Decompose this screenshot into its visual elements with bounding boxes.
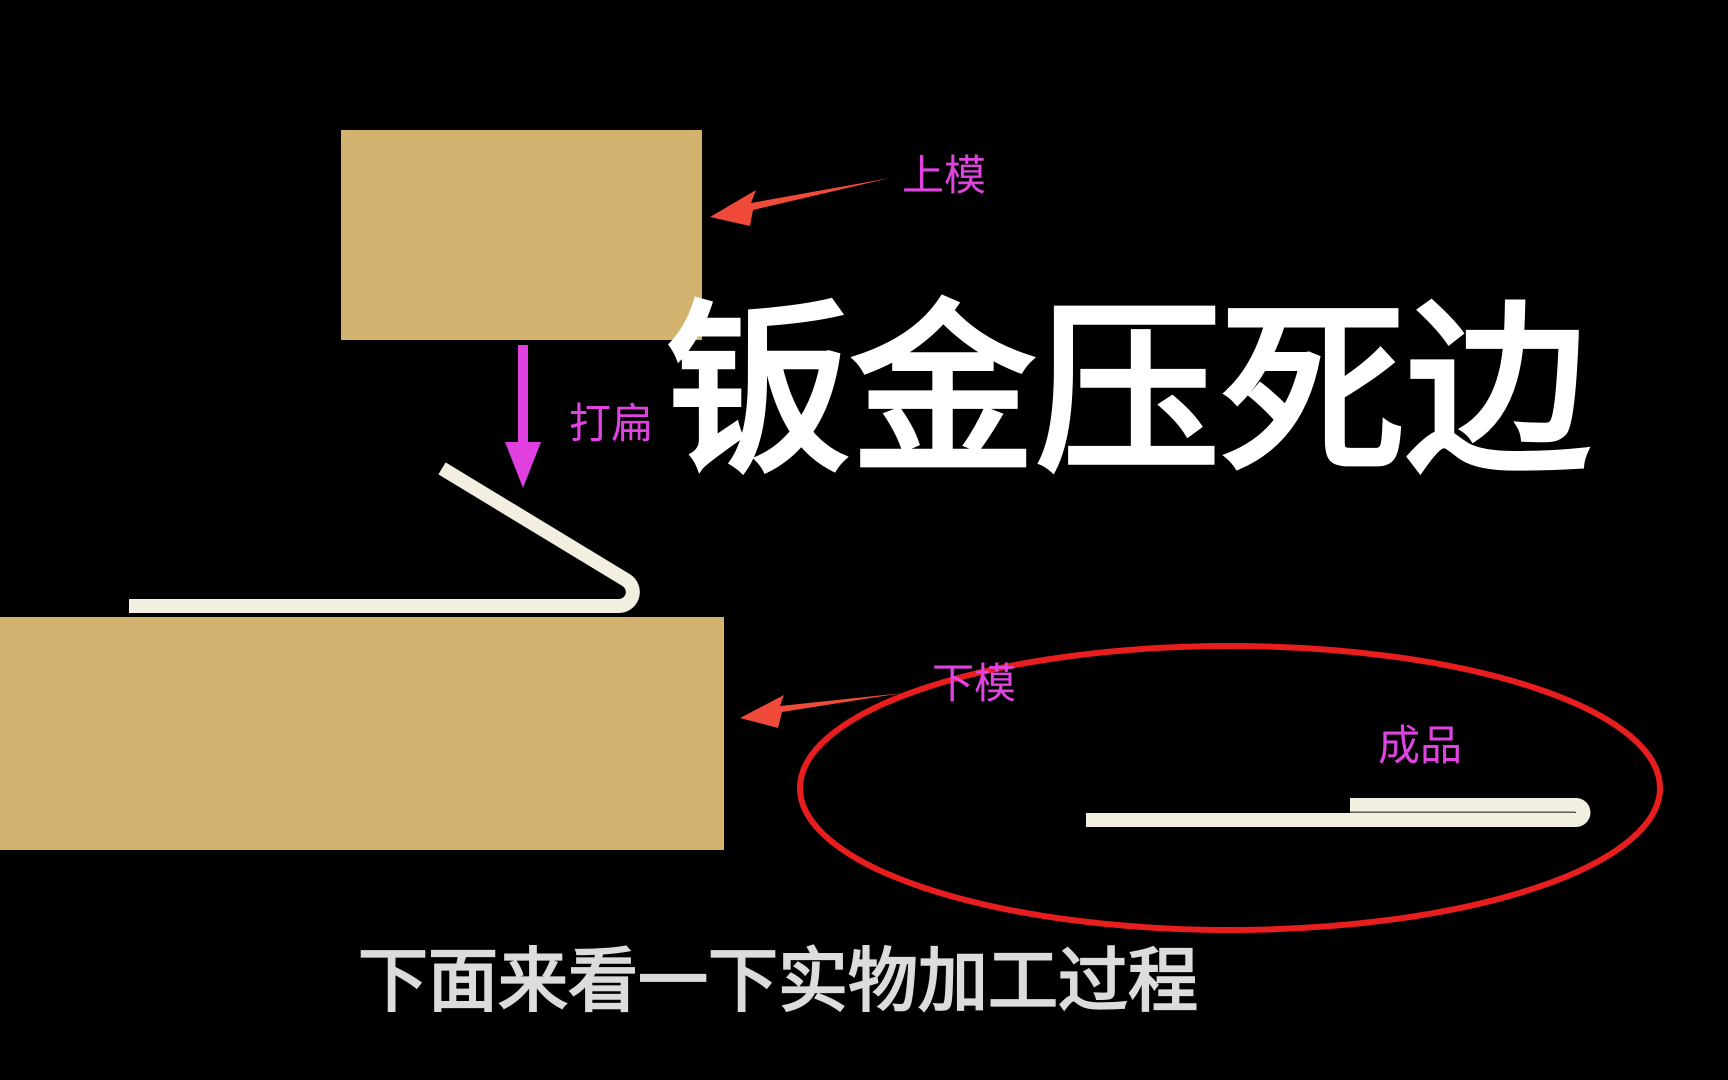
lower-die-pointer-arrow	[740, 693, 903, 728]
caption-subtitle: 下面来看一下实物加工过程	[358, 940, 1198, 1022]
bent-sheet-metal	[129, 462, 640, 613]
upper-die-pointer-arrow	[710, 178, 890, 226]
upper-die-block	[341, 130, 702, 340]
press-down-arrow	[505, 345, 541, 488]
finished-sheet-metal	[1086, 798, 1591, 827]
finished-product-label: 成品	[1378, 721, 1462, 770]
main-title: 钣金压死边	[666, 283, 1592, 499]
lower-die-label: 下模	[932, 659, 1016, 708]
upper-die-label: 上模	[902, 151, 986, 200]
finished-product-highlight-ellipse	[797, 643, 1663, 933]
lower-die-block	[0, 617, 724, 850]
flatten-label: 打扁	[569, 399, 653, 448]
